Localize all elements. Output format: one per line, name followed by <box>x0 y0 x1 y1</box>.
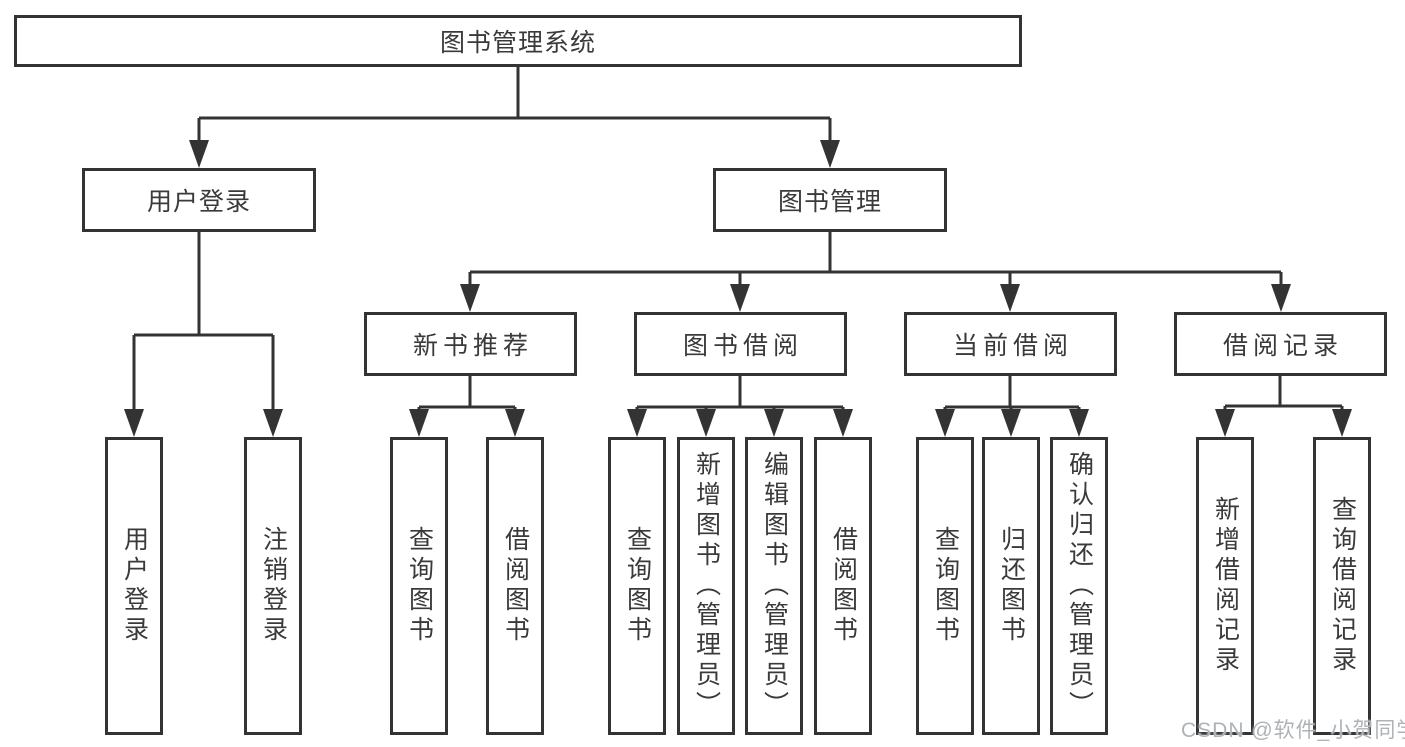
node-book-borrow-label: 图书借阅 <box>682 332 803 360</box>
leaf-query-books-current-label: 查询图书 <box>931 526 960 646</box>
leaf-edit-books-admin: 编辑图书（管理员） <box>745 437 803 735</box>
leaf-query-borrow-record: 查询借阅记录 <box>1313 437 1371 735</box>
node-root: 图书管理系统 <box>14 15 1022 67</box>
leaf-query-books-borrow-label: 查询图书 <box>623 526 652 646</box>
leaf-borrow-books: 借阅图书 <box>814 437 872 735</box>
leaf-query-books-borrow: 查询图书 <box>608 437 666 735</box>
leaf-add-books-admin-label: 新增图书（管理员） <box>692 451 721 721</box>
connector-arrowheads <box>124 140 1352 437</box>
node-book-management-label: 图书管理 <box>777 188 882 216</box>
node-new-book-recommend: 新书推荐 <box>364 312 577 376</box>
node-book-borrow: 图书借阅 <box>634 312 847 376</box>
node-user-login: 用户登录 <box>82 168 316 232</box>
leaf-user-login-label: 用户登录 <box>120 526 149 646</box>
leaf-borrow-books-recommend-label: 借阅图书 <box>501 526 530 646</box>
node-current-borrow-label: 当前借阅 <box>952 332 1073 360</box>
leaf-add-borrow-record-label: 新增借阅记录 <box>1211 496 1240 676</box>
node-borrow-records-label: 借阅记录 <box>1222 332 1343 360</box>
csdn-watermark: CSDN @软件_小贺同学 <box>1181 719 1405 742</box>
leaf-user-login: 用户登录 <box>105 437 163 735</box>
leaf-query-borrow-record-label: 查询借阅记录 <box>1328 496 1357 676</box>
node-current-borrow: 当前借阅 <box>904 312 1117 376</box>
leaf-return-books-label: 归还图书 <box>997 526 1026 646</box>
leaf-borrow-books-label: 借阅图书 <box>829 526 858 646</box>
leaf-edit-books-admin-label: 编辑图书（管理员） <box>760 451 789 721</box>
leaf-logout: 注销登录 <box>244 437 302 735</box>
leaf-return-books: 归还图书 <box>982 437 1040 735</box>
leaf-confirm-return-admin-label: 确认归还（管理员） <box>1065 451 1094 721</box>
leaf-query-books-current: 查询图书 <box>916 437 974 735</box>
leaf-query-books-recommend: 查询图书 <box>390 437 448 735</box>
node-new-book-recommend-label: 新书推荐 <box>412 332 533 360</box>
leaf-borrow-books-recommend: 借阅图书 <box>486 437 544 735</box>
leaf-logout-label: 注销登录 <box>259 526 288 646</box>
node-user-login-label: 用户登录 <box>146 188 251 216</box>
node-book-management: 图书管理 <box>713 168 947 232</box>
leaf-query-books-recommend-label: 查询图书 <box>405 526 434 646</box>
leaf-add-books-admin: 新增图书（管理员） <box>677 437 735 735</box>
leaf-add-borrow-record: 新增借阅记录 <box>1196 437 1254 735</box>
node-root-label: 图书管理系统 <box>439 29 596 57</box>
leaf-confirm-return-admin: 确认归还（管理员） <box>1050 437 1108 735</box>
node-borrow-records: 借阅记录 <box>1174 312 1387 376</box>
